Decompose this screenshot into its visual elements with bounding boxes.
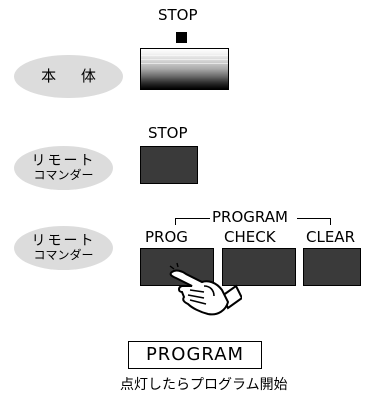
- program-indicator-box: PROGRAM: [128, 341, 262, 369]
- main-stop-label: STOP: [158, 6, 198, 24]
- main-unit-pill-label: 本 体: [41, 66, 106, 85]
- pointing-hand-icon: [169, 262, 242, 316]
- program-group-label: PROGRAM: [212, 208, 288, 226]
- check-button-label: CHECK: [224, 228, 276, 246]
- check-button[interactable]: [222, 248, 296, 286]
- remote-pill-2: リモート コマンダー: [14, 226, 113, 270]
- prog-button[interactable]: [140, 248, 214, 286]
- main-stop-button[interactable]: [140, 48, 229, 90]
- program-bracket-right: [297, 218, 331, 219]
- remote-pill-2-line2: コマンダー: [33, 248, 94, 263]
- clear-button-label: CLEAR: [306, 228, 355, 246]
- caption-text: 点灯したらプログラム開始: [120, 377, 288, 393]
- remote-stop-label: STOP: [148, 124, 188, 142]
- remote-pill-1-line1: リモート: [31, 153, 96, 170]
- remote-pill-1-line2: コマンダー: [33, 168, 94, 183]
- main-unit-pill: 本 体: [14, 55, 123, 98]
- remote-stop-button[interactable]: [140, 146, 198, 184]
- prog-button-label: PROG: [145, 228, 188, 246]
- remote-pill-2-line1: リモート: [31, 233, 96, 250]
- program-bracket-left-tick: [175, 218, 176, 225]
- stop-indicator-square: [176, 32, 187, 43]
- clear-button[interactable]: [303, 248, 361, 286]
- program-bracket-left: [176, 218, 210, 219]
- remote-pill-1: リモート コマンダー: [14, 146, 113, 190]
- program-bracket-right-tick: [330, 218, 331, 225]
